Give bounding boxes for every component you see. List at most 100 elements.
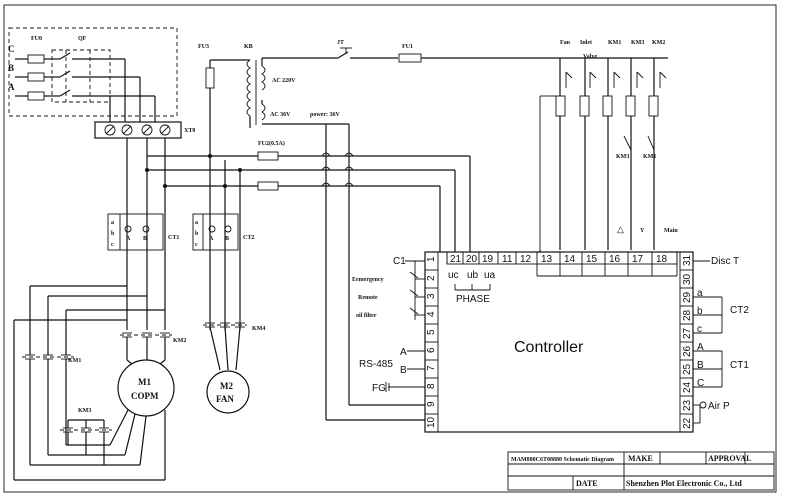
input-switches (409, 261, 425, 320)
relay-inlet-label: Inlet (580, 40, 592, 46)
jt-switch (337, 47, 352, 59)
top-term-13: 13 (541, 254, 553, 265)
phase-a-label: A (8, 82, 15, 92)
right-term-23: 23 (682, 399, 693, 411)
relay-km3-label: KM3 (631, 40, 644, 46)
right-term-22: 22 (682, 417, 693, 429)
m2-label: FAN (216, 394, 234, 404)
input-phase-lines (15, 49, 156, 122)
ct2-term-b: b (195, 231, 199, 237)
title-approval: APPROVAL (708, 454, 751, 463)
rs485-label: RS-485 (359, 359, 393, 370)
top-term-17: 17 (632, 254, 644, 265)
fu1-fuse (398, 53, 422, 63)
phase-b-label: B (8, 63, 14, 73)
top-term-19: 19 (482, 254, 494, 265)
fg-label: FG (372, 383, 386, 394)
top-term-12: 12 (520, 254, 532, 265)
left-term-6: 6 (426, 347, 437, 353)
top-term-21: 21 (450, 254, 462, 265)
ct1-term-a: a (111, 220, 114, 226)
oil-filter-label: oil filter (356, 313, 377, 319)
c1-left-label: C1 (393, 256, 406, 267)
input-enclosure (8, 27, 178, 117)
left-term-4: 4 (426, 311, 437, 317)
top-term-20: 20 (466, 254, 478, 265)
left-term-dividers (425, 269, 438, 415)
top-term-16: 16 (609, 254, 621, 265)
ac36-label: AC 36V (270, 112, 291, 118)
left-term-10: 10 (426, 416, 437, 428)
right-term-27: 27 (682, 327, 693, 339)
relay-valve-label: Valve (583, 54, 597, 60)
air-p-label: Air P (708, 401, 730, 412)
transformer-kb (246, 58, 266, 128)
ct1-right-label: CT1 (730, 360, 749, 371)
ct1-B: B (143, 236, 147, 242)
motor-m1 (117, 359, 175, 417)
title-make: MAKE (628, 454, 653, 463)
rs485-a-label: A (400, 347, 407, 358)
phase-ua: ua (484, 270, 496, 281)
kb-label: KB (244, 44, 253, 50)
left-term-9: 9 (426, 401, 437, 407)
fuse-b (257, 181, 279, 191)
km2-label: KM2 (173, 338, 186, 344)
triangle-label: △ (617, 224, 624, 234)
right-term-25: 25 (682, 363, 693, 375)
ct2-A: A (209, 236, 214, 242)
top-term-18: 18 (656, 254, 668, 265)
xt0-label: XT0 (184, 128, 195, 134)
top-term-dividers (462, 252, 653, 264)
power-label: power: 36V (310, 112, 340, 118)
title-block (507, 451, 775, 491)
title-drawing: MAM880C6T08880 Schematic Diagram (511, 457, 614, 463)
interlock-km3-label: KM3 (616, 154, 629, 160)
motor-m2 (206, 370, 250, 414)
controller-title: Controller (514, 339, 584, 356)
remote-label: Remote (358, 295, 378, 301)
km4-label: KM4 (252, 326, 265, 332)
right-term-29: 29 (682, 291, 693, 303)
ct1-term-b: b (111, 231, 115, 237)
fu1-label: FU1 (402, 44, 413, 50)
rs485-b-label: B (400, 365, 407, 376)
fu2-fuse (257, 151, 279, 161)
left-term-3: 3 (426, 293, 437, 299)
km1-wiring (13, 285, 165, 481)
left-term-7: 7 (426, 365, 437, 371)
m1-label: COPM (131, 391, 159, 401)
phase-c-label: C (8, 44, 15, 54)
left-term-2: 2 (426, 275, 437, 281)
km2-contacts (120, 332, 172, 338)
right-term-24: 24 (682, 381, 693, 393)
main-label: Main (664, 228, 678, 234)
ct1-A: A (126, 236, 131, 242)
relay-km2-label: KM2 (652, 40, 665, 46)
jt-label: JT (337, 40, 344, 46)
km3-wiring (30, 419, 140, 466)
xt0-terminals (104, 124, 171, 136)
disc-t-label: Disc T (711, 256, 739, 267)
xt0-terminal-strip (94, 121, 182, 139)
right-term-28: 28 (682, 309, 693, 321)
ct1-a-label: A (697, 342, 704, 353)
top-term-15: 15 (586, 254, 598, 265)
ct2-box (192, 213, 239, 251)
phase-ub: ub (467, 270, 479, 281)
fu3-fuse (205, 67, 215, 89)
left-term-8: 8 (426, 383, 437, 389)
ct2-B: B (225, 236, 229, 242)
ct1-label: CT1 (168, 235, 179, 241)
ct2-term-c: c (195, 242, 198, 248)
right-term-30: 30 (682, 273, 693, 285)
left-term-1: 1 (426, 256, 437, 262)
y-label: Y (640, 228, 645, 234)
top-term-11: 11 (502, 254, 513, 265)
title-company: Shenzhen Plot Electronic Co., Ltd (626, 479, 742, 488)
ct1-c-label: C (697, 378, 704, 389)
ct2-term-a: a (195, 220, 198, 226)
ct2-b-label: b (697, 306, 703, 317)
right-term-26: 26 (682, 345, 693, 357)
